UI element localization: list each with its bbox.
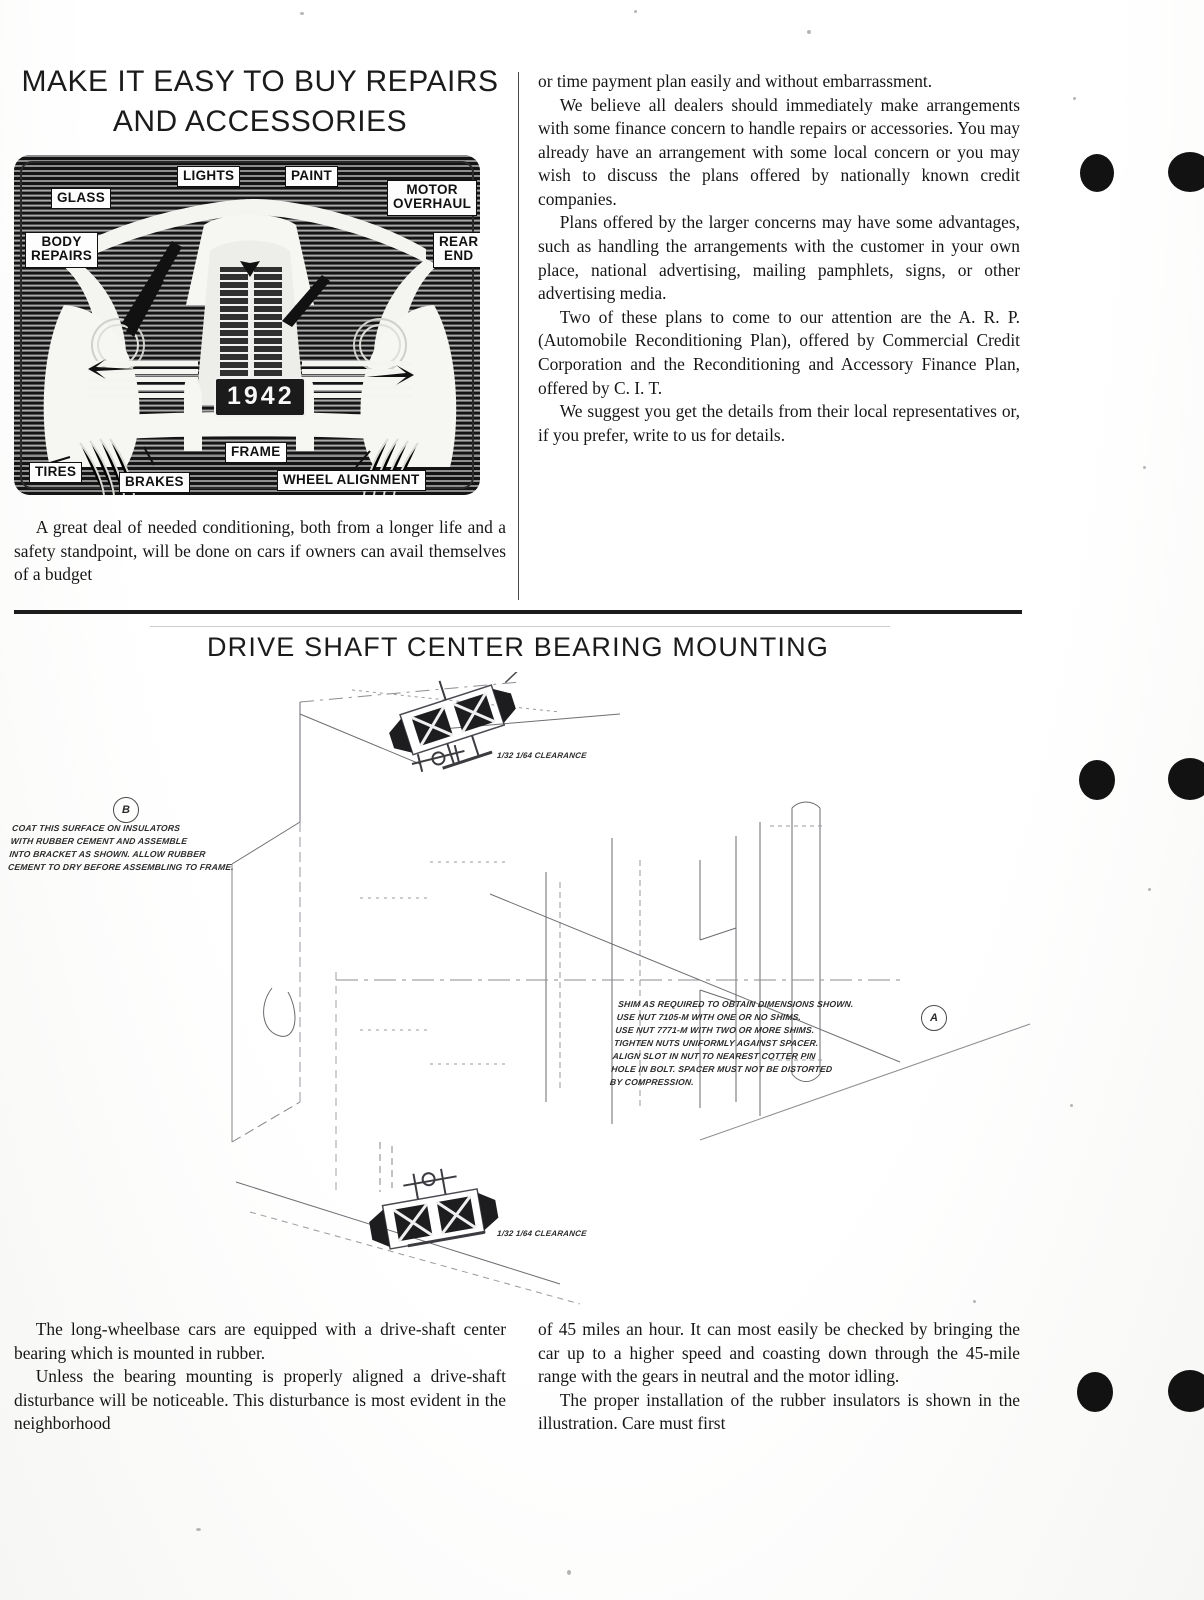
balloon-callout-b: B [113,797,139,823]
top-left-column: MAKE IT EASY TO BUY REPAIRS AND ACCESSOR… [14,62,506,496]
top-right-body-text: or time payment plan easily and without … [538,70,1020,447]
clearance-note-top: 1/32 1/64 CLEARANCE [496,751,588,760]
bottom-right-body-text: of 45 miles an hour. It can most easily … [538,1318,1020,1436]
blueprint-drawing [0,672,1040,1312]
headline-line-1: MAKE IT EASY TO BUY REPAIRS [21,65,499,98]
illustration-inner-border [20,161,474,490]
callout-frame: FRAME [226,443,286,463]
blueprint-note-a: SHIM AS REQUIRED TO OBTAIN DIMENSIONS SH… [609,999,855,1088]
paragraph: Plans offered by the larger concerns may… [538,212,1020,304]
callout-body-repairs: BODY REPAIRS [26,233,98,267]
callout-tires: TIRES [30,463,82,483]
top-left-body-text: A great deal of needed conditioning, bot… [14,516,506,587]
callout-wheel-alignment: WHEEL ALIGNMENT [278,471,425,491]
punch-hole [1168,758,1204,800]
callout-motor-overhaul: MOTOR OVERHAUL [388,181,477,215]
callout-brakes: BRAKES [120,473,189,493]
column-divider-rule [518,72,519,600]
page-headline: MAKE IT EASY TO BUY REPAIRS AND ACCESSOR… [14,62,506,141]
scan-speck [1073,97,1076,100]
license-plate-year: 1942 [214,377,306,418]
paragraph: The long-wheelbase cars are equipped wit… [14,1319,506,1363]
punch-hole [1079,760,1115,800]
punch-hole [1077,1372,1113,1412]
scan-speck [567,1570,571,1575]
car-callout-illustration: LIGHTS PAINT GLASS MOTOR OVERHAUL BODY R… [14,155,480,496]
scan-speck [300,12,304,15]
scan-speck [1070,1104,1073,1107]
callout-glass: GLASS [52,189,111,209]
bottom-left-body-text: The long-wheelbase cars are equipped wit… [14,1318,506,1436]
paragraph: of 45 miles an hour. It can most easily … [538,1319,1020,1387]
paragraph: We believe all dealers should immediatel… [538,94,1020,209]
scan-speck [807,30,811,34]
scan-speck [973,1300,976,1303]
paragraph: or time payment plan easily and without … [538,71,933,91]
callout-paint: PAINT [286,167,337,187]
section-divider-rule-thin [150,626,890,627]
headline-line-2: AND ACCESSORIES [112,104,408,138]
scan-speck [1143,466,1146,469]
balloon-callout-a: A [921,1005,947,1031]
paragraph: A great deal of needed conditioning, bot… [14,517,506,585]
section-divider-rule [14,610,1022,614]
paragraph: We suggest you get the details from thei… [538,401,1020,445]
blueprint-linework [231,672,1031,1305]
clearance-note-bottom: 1/32 1/64 CLEARANCE [496,1229,588,1238]
callout-rear-end: REAR END [434,233,480,267]
paragraph: Unless the bearing mounting is properly … [14,1366,506,1434]
punch-hole [1080,154,1114,192]
scan-speck [196,1528,201,1531]
paragraph: Two of these plans to come to our attent… [538,306,1020,398]
punch-hole [1168,152,1204,192]
scan-speck [1148,888,1151,891]
scan-speck [634,10,637,13]
section-title: DRIVE SHAFT CENTER BEARING MOUNTING [206,632,830,662]
punch-hole [1168,1370,1204,1412]
paragraph: The proper installation of the rubber in… [538,1389,1020,1434]
callout-lights: LIGHTS [178,167,240,187]
blueprint-note-b: COAT THIS SURFACE ON INSULATORS WITH RUB… [7,823,235,873]
